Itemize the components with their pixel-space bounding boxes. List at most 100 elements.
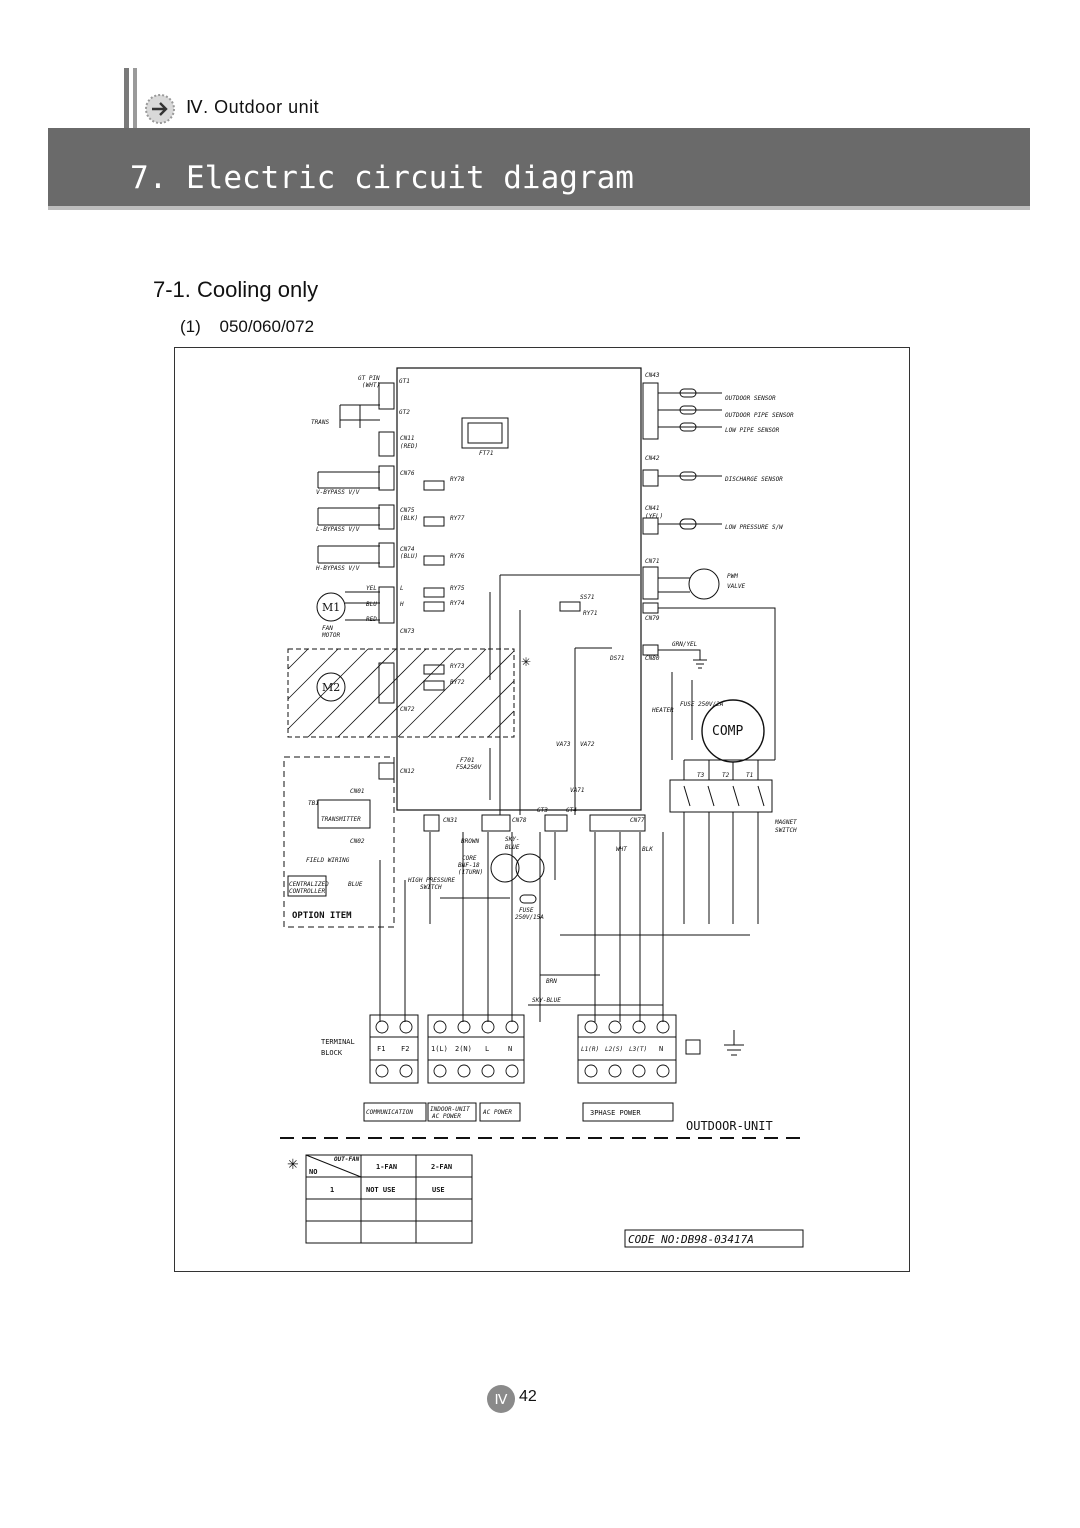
label-cn01: CN01 <box>350 788 364 795</box>
option-item-box <box>283 756 395 928</box>
label-cn41-yel: (YEL) <box>645 513 663 520</box>
label-f5a: F5A250V <box>456 764 482 771</box>
fan-table-head-top: OUT-FAN <box>334 1156 360 1163</box>
label-block: BLOCK <box>321 1049 343 1057</box>
fan-table-head-no: NO <box>309 1168 317 1176</box>
ft71-filter <box>461 417 509 449</box>
label-switch: SWITCH <box>775 827 797 834</box>
power-wiring <box>462 832 664 1022</box>
label-wht: (WHT) <box>362 382 380 389</box>
label-m1: M1 <box>322 601 340 614</box>
terminal-f2: F2 <box>401 1045 409 1053</box>
terminal-l1: L1(R) <box>581 1046 599 1053</box>
communication-label-box <box>363 1102 427 1122</box>
label-ry72: RY72 <box>450 679 465 686</box>
label-l: L <box>400 585 404 592</box>
label-fuse2: 250V/15A <box>515 914 544 921</box>
label-communication: COMMUNICATION <box>366 1109 413 1116</box>
transmitter-box <box>317 799 371 829</box>
label-cn72: CN72 <box>400 706 415 713</box>
ground-icon <box>693 659 707 669</box>
terminal-n: N <box>508 1045 512 1053</box>
sensor-wires <box>658 392 776 760</box>
label-grn-yel: GRN/YEL <box>672 641 698 648</box>
label-h: H <box>399 601 404 608</box>
valve-coils <box>317 404 380 564</box>
header-decoration-bar <box>124 68 129 130</box>
label-cn80: CN80 <box>645 655 660 662</box>
hatch-lines <box>287 648 515 738</box>
connector-pins-left <box>378 382 395 780</box>
star-mark: ✳ <box>521 655 531 669</box>
label-t2: T2 <box>722 772 730 779</box>
label-field-wiring: FIELD WIRING <box>306 857 350 864</box>
label-f701: F701 <box>460 757 474 764</box>
main-pcb <box>396 367 642 811</box>
label-gt-pin: GT PIN <box>358 375 380 382</box>
label-cn42: CN42 <box>645 455 660 462</box>
label-cn76: CN76 <box>400 470 415 477</box>
label-sky-blue: SKY-BLUE <box>532 997 561 1004</box>
label-fuse-rating: FUSE 250V/2A <box>680 701 724 708</box>
label-t3: T3 <box>697 772 705 779</box>
label-ss71: SS71 <box>580 594 594 601</box>
label-turn: (1TURN) <box>458 869 483 876</box>
label-va73: VA73 <box>556 741 571 748</box>
ft71-coil <box>467 422 503 444</box>
header-decoration-bar <box>133 68 137 130</box>
magnet-switch <box>669 779 773 813</box>
label-controller: CONTROLLER <box>289 888 326 895</box>
terminal-l: L <box>485 1045 489 1053</box>
label-heater: HEATER <box>651 707 674 714</box>
label-gt1: GT1 <box>399 378 410 385</box>
label-brown: BROWN <box>461 838 479 845</box>
label-blue: BLUE <box>348 881 363 888</box>
label-va72: VA72 <box>580 741 595 748</box>
label-3phase-power: 3PHASE POWER <box>590 1109 641 1117</box>
label-outdoor-unit: OUTDOOR-UNIT <box>686 1119 773 1133</box>
terminal-n2: N <box>659 1045 663 1053</box>
label-ry71: RY71 <box>583 610 597 617</box>
label-cn11: CN11 <box>400 435 414 442</box>
diagram-frame <box>174 347 910 1272</box>
ferrite-core <box>490 853 520 883</box>
label-pwm: PWM <box>727 573 738 580</box>
fan-table-col2: 2-FAN <box>431 1163 452 1171</box>
label-cn41: CN41 <box>645 505 659 512</box>
label-cn71: CN71 <box>645 558 659 565</box>
fan-motor-2 <box>316 672 346 702</box>
label-ft71: FT71 <box>479 450 493 457</box>
label-cn73: CN73 <box>400 628 415 635</box>
code-number: CODE NO:DB98-03417A <box>628 1233 754 1246</box>
terminal-l2: L2(S) <box>605 1046 623 1053</box>
subsection-title: 7-1. Cooling only <box>153 277 319 302</box>
label-cn11-red: (RED) <box>400 443 418 450</box>
label-fan: FAN <box>322 625 333 632</box>
arrow-right-icon <box>145 94 175 124</box>
sensor-symbols <box>679 388 720 600</box>
label-hp-switch: SWITCH <box>420 884 442 891</box>
phase-power-label-box <box>582 1102 674 1122</box>
label-discharge-sensor: DISCHARGE SENSOR <box>724 476 783 483</box>
communication-wiring <box>379 832 431 1022</box>
terminal-2n: 2(N) <box>455 1045 472 1053</box>
label-red-wire: RED <box>366 616 377 623</box>
label-brn: BRN <box>546 978 557 985</box>
label-hbypass: H-BYPASS V/V <box>315 565 360 572</box>
label-high-pressure: HIGH PRESSURE <box>407 877 455 884</box>
label-wht2: WHT <box>616 846 627 853</box>
model-numbers: (1) 050/060/072 <box>180 317 315 336</box>
terminal-blocks <box>369 1014 677 1084</box>
label-ds71: DS71 <box>609 655 624 662</box>
centralized-controller-box <box>287 875 327 897</box>
relay-symbols <box>423 480 581 691</box>
label-blue2: BLUE <box>505 844 520 851</box>
heater-wiring <box>671 672 693 760</box>
terminal-screws <box>375 1020 670 1078</box>
label-blu-wire: BLU <box>366 601 377 608</box>
label-bnf18: BNF-18 <box>458 862 480 869</box>
label-va71: VA71 <box>570 787 584 794</box>
internal-wiring <box>489 574 640 815</box>
